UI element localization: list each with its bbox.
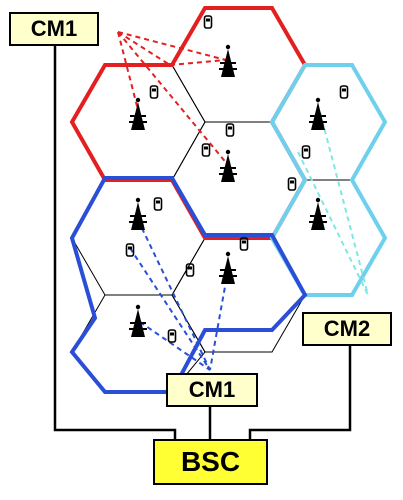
mobile-phone-icon [153,197,163,211]
tower-antenna-icon [128,196,148,231]
tower-antenna-icon [218,148,238,183]
mobile-phone-icon [167,329,177,343]
mobile-phone-icon [301,145,311,159]
mobile-phone-icon [225,123,235,137]
tower-antenna-icon [218,43,238,78]
tower-antenna-icon [218,250,238,285]
mobile-phone-icon [339,85,349,99]
cluster-blue-outline [69,176,308,394]
mobile-phone-icon [287,177,297,191]
label-cm2: CM2 [302,312,392,346]
dashed-links-red [117,31,229,166]
tower-antenna-icon [308,196,328,231]
label-cm1-bottom: CM1 [166,373,258,407]
label-cm1-top: CM1 [9,12,99,46]
mobile-phone-icon [201,143,211,157]
tower-antenna-icon [128,96,148,131]
cluster-cyan-outline [269,63,388,297]
tower-antenna-icon [128,303,148,338]
mobile-phone-icon [203,15,213,29]
label-bsc: BSC [153,439,268,485]
connector-lines [53,45,352,440]
mobile-phone-icon [149,85,159,99]
dashed-links-cyan [297,111,369,296]
mobile-phone-icon [185,263,195,277]
dashed-links-blue [129,219,229,371]
